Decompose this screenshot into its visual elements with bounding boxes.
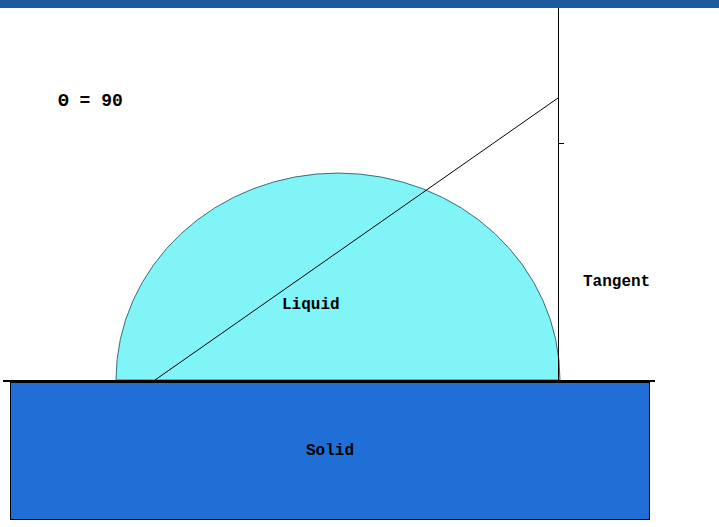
tangent-line: [558, 8, 559, 380]
node-label: Liquid: [282, 296, 340, 314]
angle-value: Θ = 90: [58, 92, 123, 110]
angle-line: [155, 98, 558, 380]
tangent-label: Tangent: [583, 273, 650, 291]
tick-mark: [558, 143, 564, 144]
node-label: Solid: [306, 442, 354, 460]
top-band: [0, 0, 719, 8]
baseline: [3, 380, 655, 382]
liquid-drop: Liquid: [115, 172, 561, 381]
drop-outline: [115, 172, 561, 381]
solid-block: Solid: [10, 382, 650, 520]
